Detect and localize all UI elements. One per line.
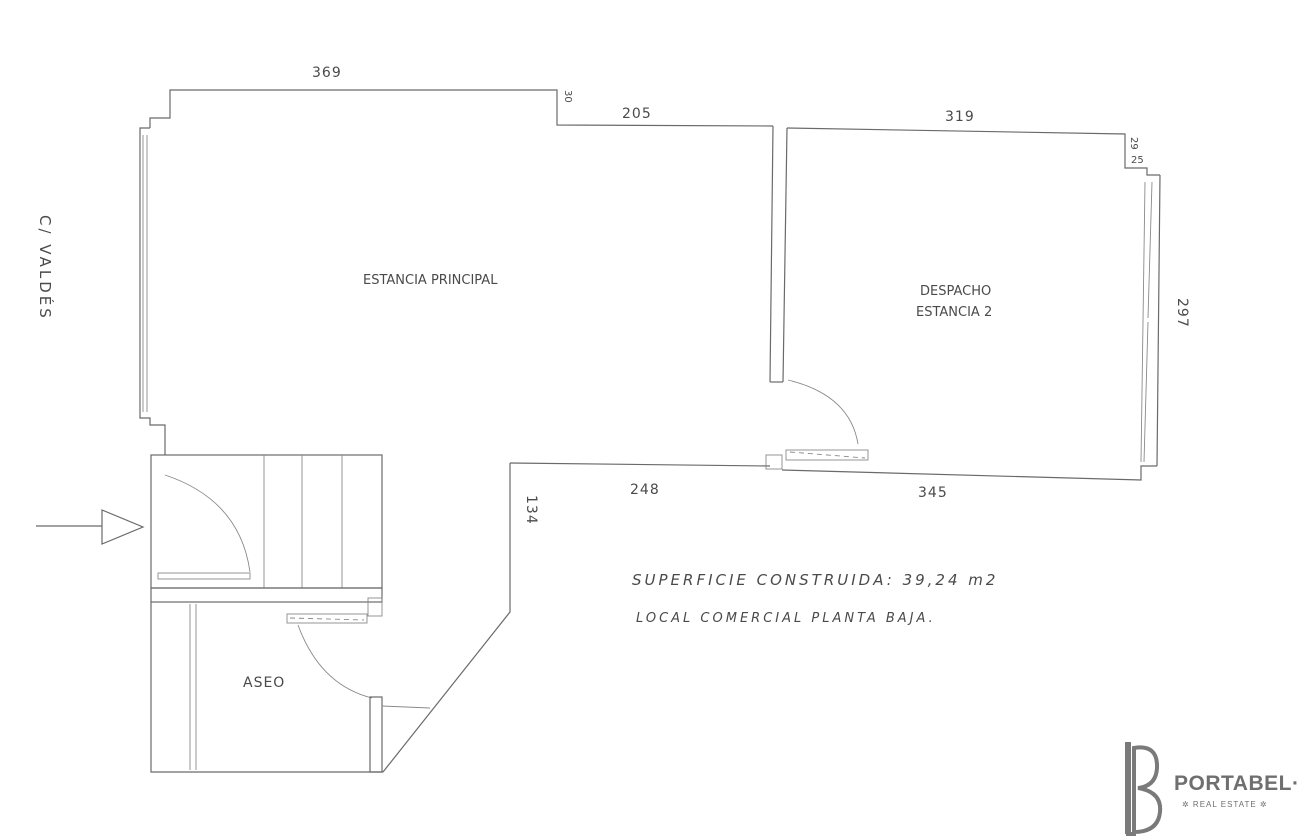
main-room-walls xyxy=(139,89,788,470)
surface-note: SUPERFICIE CONSTRUIDA: 39,24 m2 xyxy=(632,571,998,589)
property-type-note: LOCAL COMERCIAL PLANTA BAJA. xyxy=(636,611,936,626)
street-label: C/ VALDÉS xyxy=(36,215,55,321)
office-label: DESPACHO xyxy=(920,284,991,299)
office-subtitle: ESTANCIA 2 xyxy=(916,305,992,320)
dim-205: 205 xyxy=(622,106,652,122)
dim-30: 30 xyxy=(562,90,573,103)
dim-25: 25 xyxy=(1131,155,1144,166)
brand-logo: PORTABEL·LA ✲ REAL ESTATE ✲ xyxy=(1125,742,1297,836)
brand-tagline: ✲ REAL ESTATE ✲ xyxy=(1182,800,1268,809)
dim-29: 29 xyxy=(1128,137,1139,150)
entrance-block xyxy=(36,454,383,617)
office-walls xyxy=(781,127,1161,481)
dim-297: 297 xyxy=(1174,298,1190,328)
main-room-label: ESTANCIA PRINCIPAL xyxy=(363,273,498,288)
toilet-label: ASEO xyxy=(243,675,285,691)
dim-134: 134 xyxy=(523,495,539,525)
toilet-walls xyxy=(150,463,511,773)
dim-319: 319 xyxy=(945,109,975,125)
dim-248: 248 xyxy=(630,482,660,498)
dim-369: 369 xyxy=(312,65,342,81)
portabella-b-icon xyxy=(1125,742,1163,836)
dim-345: 345 xyxy=(918,485,948,501)
brand-name: PORTABEL·LA xyxy=(1174,772,1297,795)
